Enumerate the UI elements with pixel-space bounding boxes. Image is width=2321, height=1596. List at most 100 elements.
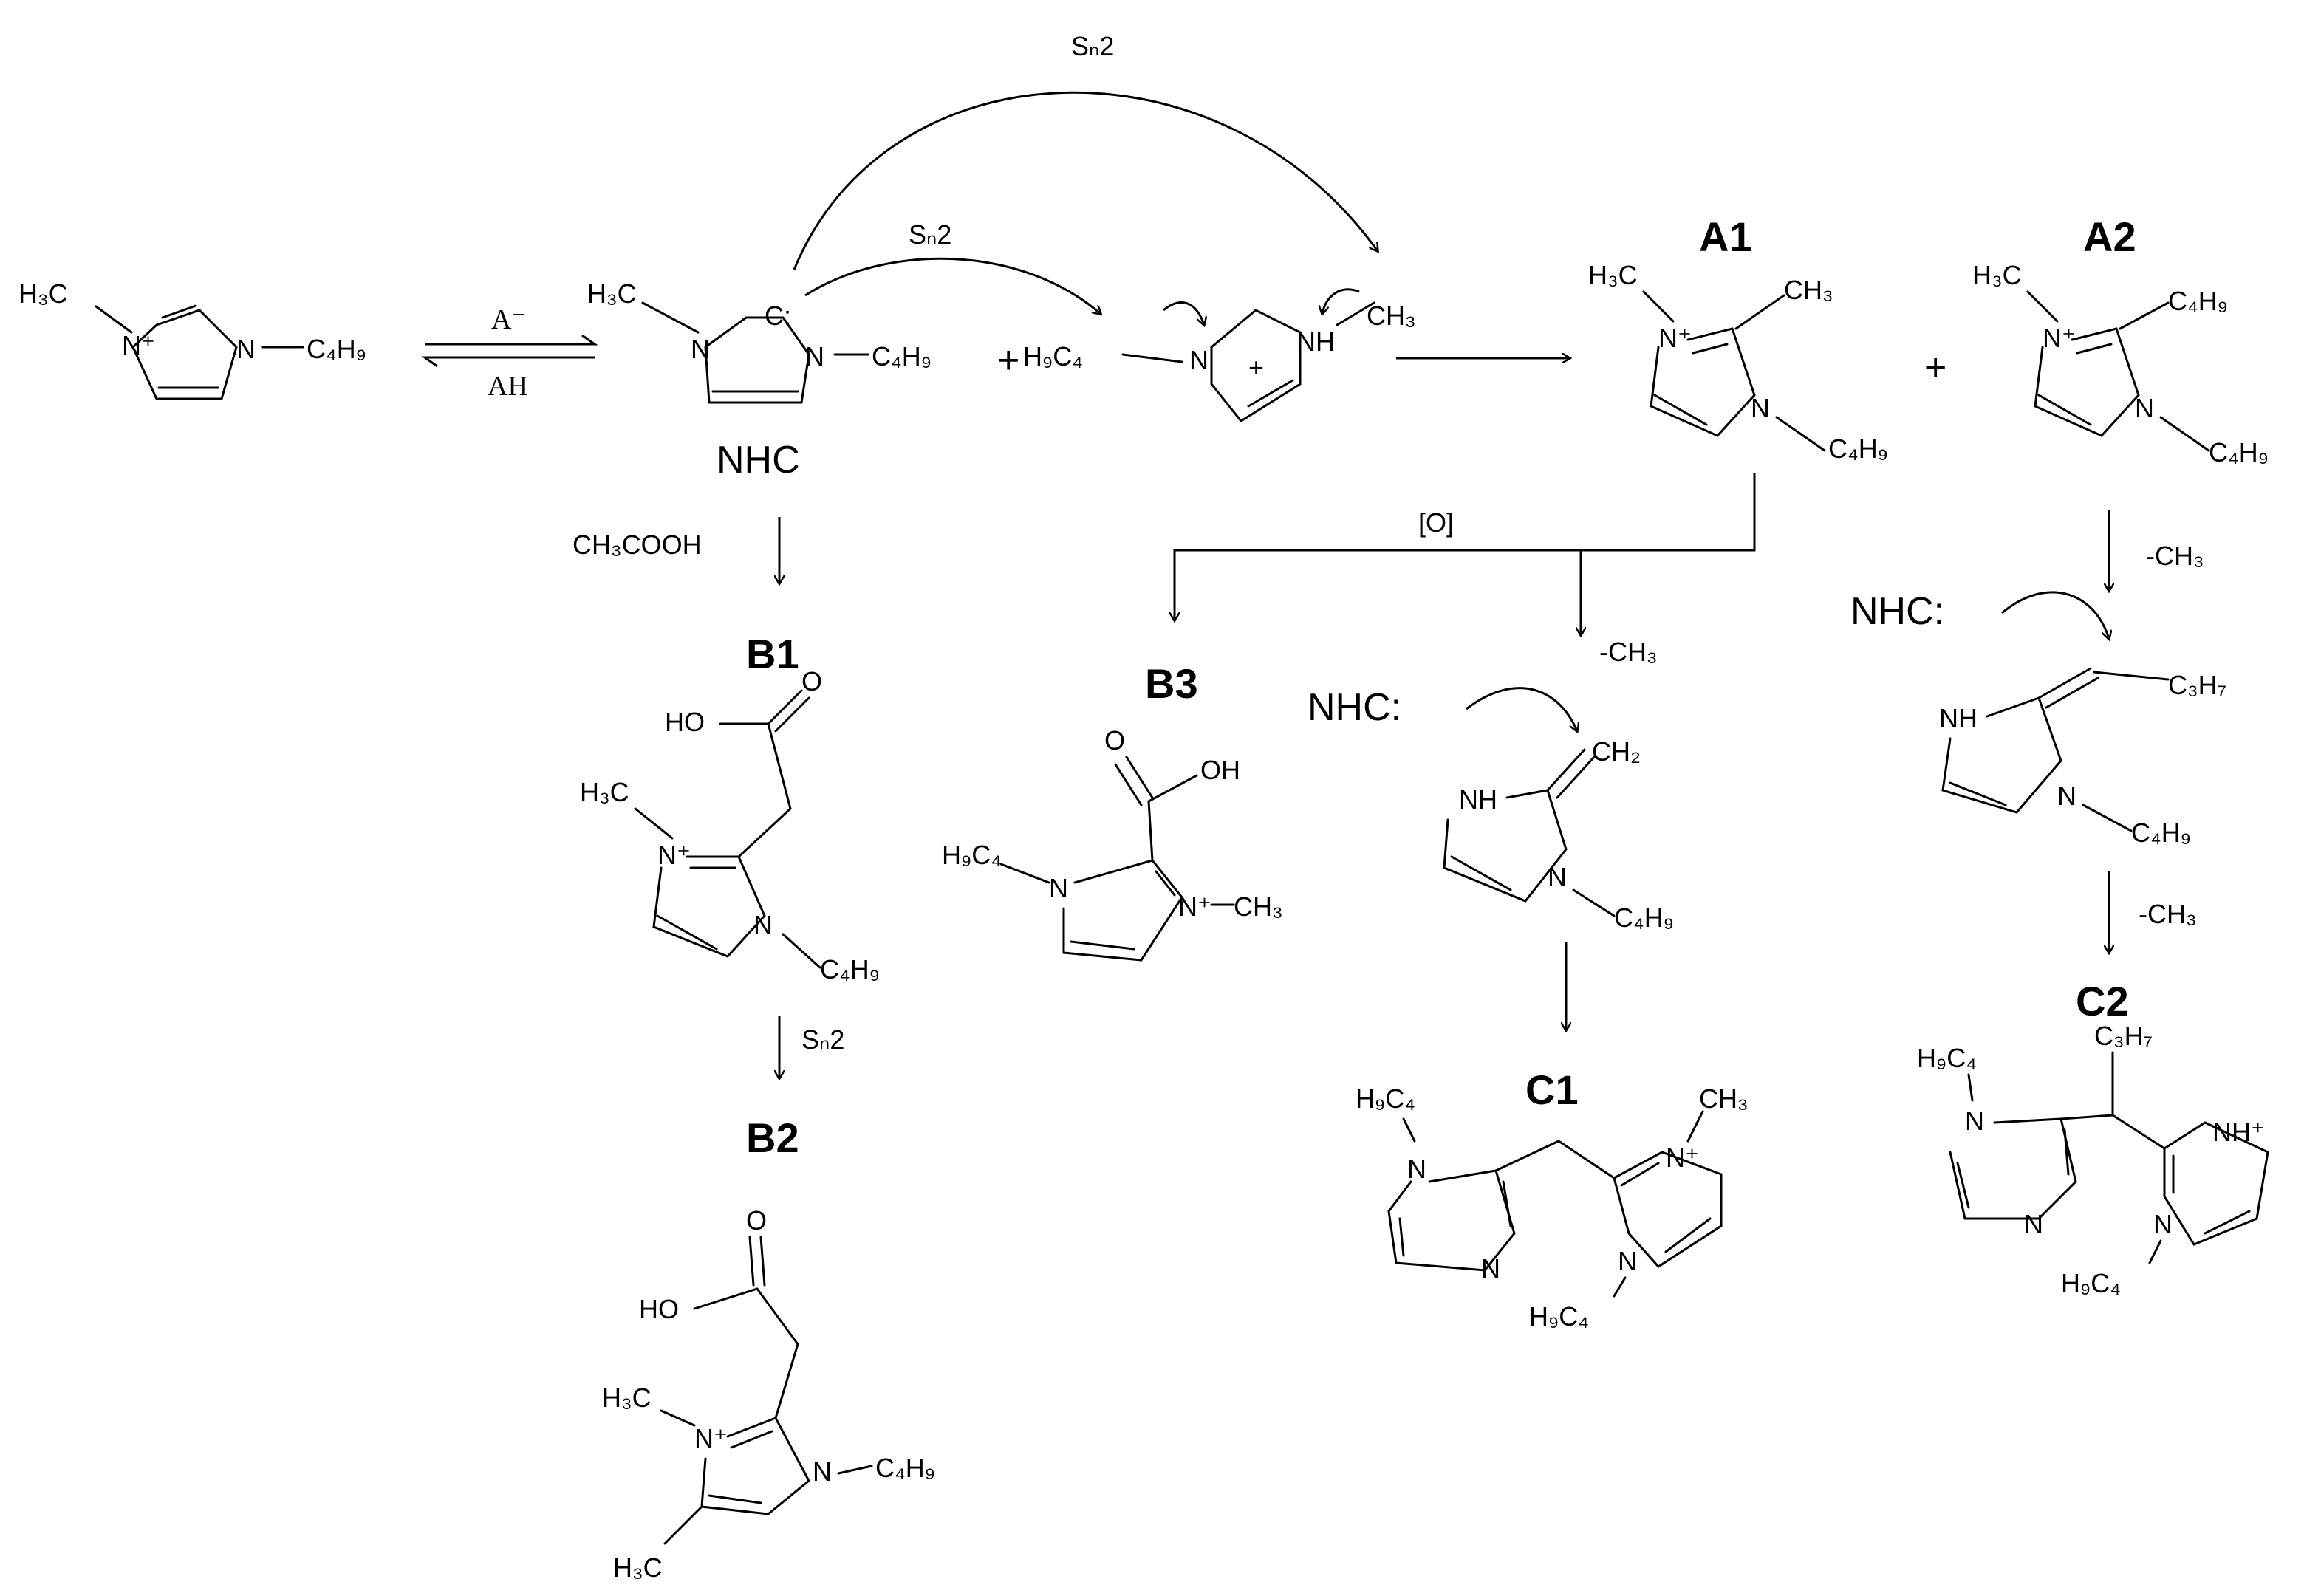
n-plus-label: N⁺ bbox=[122, 330, 155, 360]
c2-label: C2 bbox=[2076, 978, 2129, 1024]
butyl-label: C₄H₉ bbox=[820, 954, 880, 984]
n-label: N bbox=[1049, 873, 1068, 903]
n-label: N bbox=[2135, 393, 2154, 423]
n-label: N bbox=[2057, 781, 2076, 811]
a2-label: A2 bbox=[2083, 213, 2136, 260]
butyl-label: H₉C₄ bbox=[2061, 1268, 2121, 1298]
methyl-label: H₃C bbox=[1972, 260, 2022, 290]
oxygen-label: O bbox=[801, 666, 822, 696]
product-C1: C1 H₉C₄ N N N⁺ CH₃ N H₉C₄ bbox=[1356, 1066, 1749, 1332]
butyl-label: H₉C₄ bbox=[942, 840, 1002, 870]
methyl-label: CH₃ bbox=[1367, 301, 1416, 331]
a1-label: A1 bbox=[1699, 213, 1752, 260]
plus-sign: + bbox=[1924, 346, 1946, 389]
product-A2: A2 H₃C N⁺ C₄H₉ N C₄H₉ bbox=[1972, 213, 2269, 468]
protonated-imidazolium: + H₉C₄ N NH + CH₃ bbox=[997, 288, 1416, 422]
butyl-label: C₄H₉ bbox=[2131, 818, 2191, 848]
a1-branch-arrows: [O] -CH₃ bbox=[1175, 473, 1756, 667]
butyl-label: C₄H₉ bbox=[872, 341, 932, 371]
demethyl-label: -CH₃ bbox=[2146, 541, 2204, 571]
hydroxyl-label: OH bbox=[1200, 755, 1240, 785]
n-plus-label: N⁺ bbox=[1666, 1143, 1699, 1173]
nhc-attack-label: NHC: bbox=[1308, 686, 1401, 729]
n-label: N bbox=[1618, 1246, 1637, 1276]
n-label: N bbox=[753, 910, 773, 940]
butyl-label: H₉C₄ bbox=[1023, 341, 1083, 371]
n-label: N bbox=[2024, 1209, 2043, 1239]
carbene-carbon-label: C: bbox=[765, 301, 791, 331]
b1-label: B1 bbox=[746, 631, 799, 677]
demethyl-label: -CH₃ bbox=[2139, 899, 2197, 929]
n-plus-label: N⁺ bbox=[1658, 323, 1692, 353]
nhc-label: NHC bbox=[717, 439, 800, 482]
n-plus-label: N⁺ bbox=[2043, 323, 2076, 353]
methyl-label: H₃C bbox=[602, 1383, 652, 1413]
equilibrium-arrows: A⁻ AH bbox=[421, 304, 598, 402]
propyl-label: C₃H₇ bbox=[2168, 670, 2226, 700]
ring-charge-label: + bbox=[1248, 352, 1264, 383]
starting-imidazolium: H₃C N⁺ N C₄H₉ bbox=[18, 278, 366, 400]
oxidation-label: [O] bbox=[1418, 507, 1454, 538]
methyl-label: H₃C bbox=[18, 278, 68, 309]
sn2-label: Sₙ2 bbox=[801, 1024, 844, 1055]
n-label: N bbox=[805, 341, 824, 371]
b3-label: B3 bbox=[1145, 660, 1198, 707]
butyl-label: H₉C₄ bbox=[1917, 1043, 1977, 1073]
product-B3: B3 O OH H₉C₄ N N⁺ CH₃ bbox=[942, 660, 1283, 962]
n-label: N bbox=[1548, 862, 1567, 892]
n-plus-label: N⁺ bbox=[1178, 891, 1211, 922]
propyl-label: C₃H₇ bbox=[2094, 1021, 2153, 1051]
oxygen-label: O bbox=[1104, 725, 1125, 756]
n-label: N bbox=[236, 334, 256, 364]
butyl-label: C₄H₉ bbox=[1828, 434, 1888, 464]
product-A1: A1 H₃C N⁺ CH₃ N C₄H₉ bbox=[1588, 213, 1888, 464]
plus-sign: + bbox=[997, 339, 1019, 382]
butyl-label: H₉C₄ bbox=[1356, 1083, 1415, 1114]
n-plus-label: N⁺ bbox=[694, 1423, 728, 1453]
demethyl-label: -CH₃ bbox=[1599, 637, 1658, 667]
methyl-label: H₃C bbox=[613, 1552, 663, 1583]
acetic-acid-label: CH₃COOH bbox=[572, 530, 702, 560]
methyl-label: H₃C bbox=[580, 777, 629, 807]
n-label: N bbox=[1481, 1253, 1500, 1284]
b2-label: B2 bbox=[746, 1114, 799, 1161]
nh-label: NH bbox=[1296, 326, 1335, 357]
oxygen-label: O bbox=[746, 1205, 767, 1236]
n-label: N bbox=[1407, 1154, 1426, 1184]
hydroxyl-label: HO bbox=[639, 1294, 679, 1324]
product-B2: B2 O HO H₃C N⁺ N C₄H₉ H₃C bbox=[602, 1114, 935, 1583]
n-label: N bbox=[2153, 1209, 2173, 1239]
n-label: N bbox=[691, 334, 710, 364]
product-C2: C2 H₉C₄ N N C₃H₇ NH⁺ N H₉C₄ bbox=[1917, 978, 2269, 1298]
n-label: N bbox=[1189, 345, 1209, 375]
c1-intermediate: NHC: NH CH₂ N C₄H₉ bbox=[1308, 686, 1674, 1030]
butyl-label: C₄H₉ bbox=[2168, 286, 2228, 316]
methyl-label: H₃C bbox=[587, 278, 637, 309]
nh-label: NH bbox=[1459, 784, 1497, 815]
butyl-label: C₄H₉ bbox=[1614, 903, 1674, 933]
n-plus-label: N⁺ bbox=[657, 840, 691, 870]
methyl-label: CH₃ bbox=[1784, 275, 1833, 305]
n-label: N bbox=[813, 1456, 832, 1487]
n-label: N bbox=[1751, 393, 1770, 423]
sn2-arrows: Sₙ2 Sₙ2 bbox=[793, 31, 1378, 314]
butyl-label: H₉C₄ bbox=[1529, 1301, 1589, 1332]
n-label: N bbox=[1965, 1106, 1984, 1136]
hydroxyl-label: HO bbox=[665, 707, 705, 737]
c1-label: C1 bbox=[1525, 1066, 1579, 1113]
butyl-label: C₄H₉ bbox=[2209, 437, 2269, 468]
nhc-carbene: H₃C N C: N C₄H₉ NHC bbox=[587, 278, 932, 482]
methyl-label: CH₃ bbox=[1699, 1083, 1749, 1114]
methyl-label: CH₃ bbox=[1234, 891, 1283, 922]
methyl-label: H₃C bbox=[1588, 260, 1638, 290]
butyl-label: C₄H₉ bbox=[875, 1453, 935, 1483]
sn2-top-label: Sₙ2 bbox=[1071, 31, 1114, 61]
b1-branch: CH₃COOH B1 HO O H₃C N⁺ N C₄H₉ Sₙ2 bbox=[572, 517, 880, 1078]
nh-plus-label: NH⁺ bbox=[2212, 1117, 2265, 1147]
a2-branch: -CH₃ NHC: NH C₃H₇ N C₄H₉ -CH₃ bbox=[1850, 510, 2226, 953]
butyl-label: C₄H₉ bbox=[307, 334, 366, 364]
sn2-mid-label: Sₙ2 bbox=[909, 219, 951, 250]
methylene-label: CH₂ bbox=[1592, 736, 1641, 767]
nhc-attack-label: NHC: bbox=[1850, 590, 1944, 633]
